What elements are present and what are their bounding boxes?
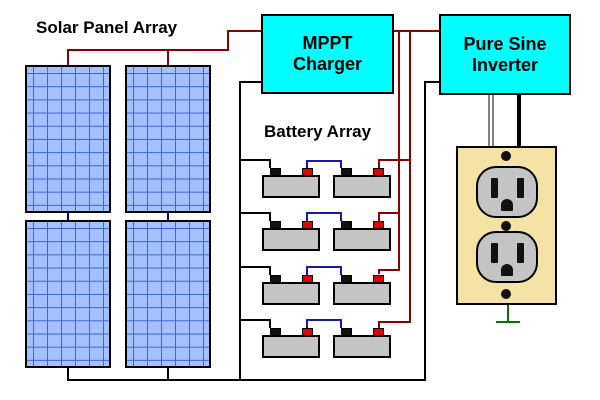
battery-array-label: Battery Array <box>264 122 372 141</box>
battery-body <box>262 282 320 305</box>
inverter-box: Pure Sine Inverter <box>439 14 571 95</box>
outlet-top-screw-icon <box>501 151 511 161</box>
outlet-slot <box>491 178 498 198</box>
solar-panel-icon <box>25 65 111 213</box>
outlet-center-screw-icon <box>501 221 511 231</box>
battery-body <box>333 335 391 358</box>
battery-body <box>262 228 320 251</box>
battery-series-links <box>306 160 342 328</box>
solar-panel-icon <box>125 220 211 368</box>
solar-array-title: Solar Panel Array <box>36 18 178 37</box>
solar-panel-icon <box>25 220 111 368</box>
battery-body <box>333 282 391 305</box>
positive-wires <box>67 30 440 328</box>
charger-label-line1: MPPT <box>302 33 353 53</box>
battery-icon <box>333 221 391 251</box>
outlet-ground-hole <box>501 264 513 276</box>
mppt-charger-box: MPPT Charger <box>261 14 394 94</box>
battery-icon <box>262 275 320 305</box>
outlet-bottom-screw-icon <box>501 289 511 299</box>
battery-icon <box>333 275 391 305</box>
battery-icon <box>333 168 391 198</box>
outlet-slot <box>491 243 498 263</box>
solar-panel-icon <box>125 65 211 213</box>
battery-icon <box>262 221 320 251</box>
outlet-slot <box>517 178 524 198</box>
inverter-label-line1: Pure Sine <box>463 33 547 54</box>
outlet-feed-wires <box>488 95 521 146</box>
outlet-receptacle-top <box>476 166 538 218</box>
battery-icon <box>262 168 320 198</box>
outlet-receptacle-bottom <box>476 231 538 283</box>
battery-body <box>333 228 391 251</box>
battery-body <box>333 175 391 198</box>
battery-icon <box>333 328 391 358</box>
battery-body <box>262 175 320 198</box>
charger-label-line2: Charger <box>292 54 363 74</box>
battery-icon <box>262 328 320 358</box>
outlet-ground-hole <box>501 199 513 211</box>
inverter-label-line2: Inverter <box>471 54 539 75</box>
outlet-slot <box>517 243 524 263</box>
ground-symbol-icon <box>496 305 520 323</box>
battery-body <box>262 335 320 358</box>
negative-wires <box>67 81 440 381</box>
